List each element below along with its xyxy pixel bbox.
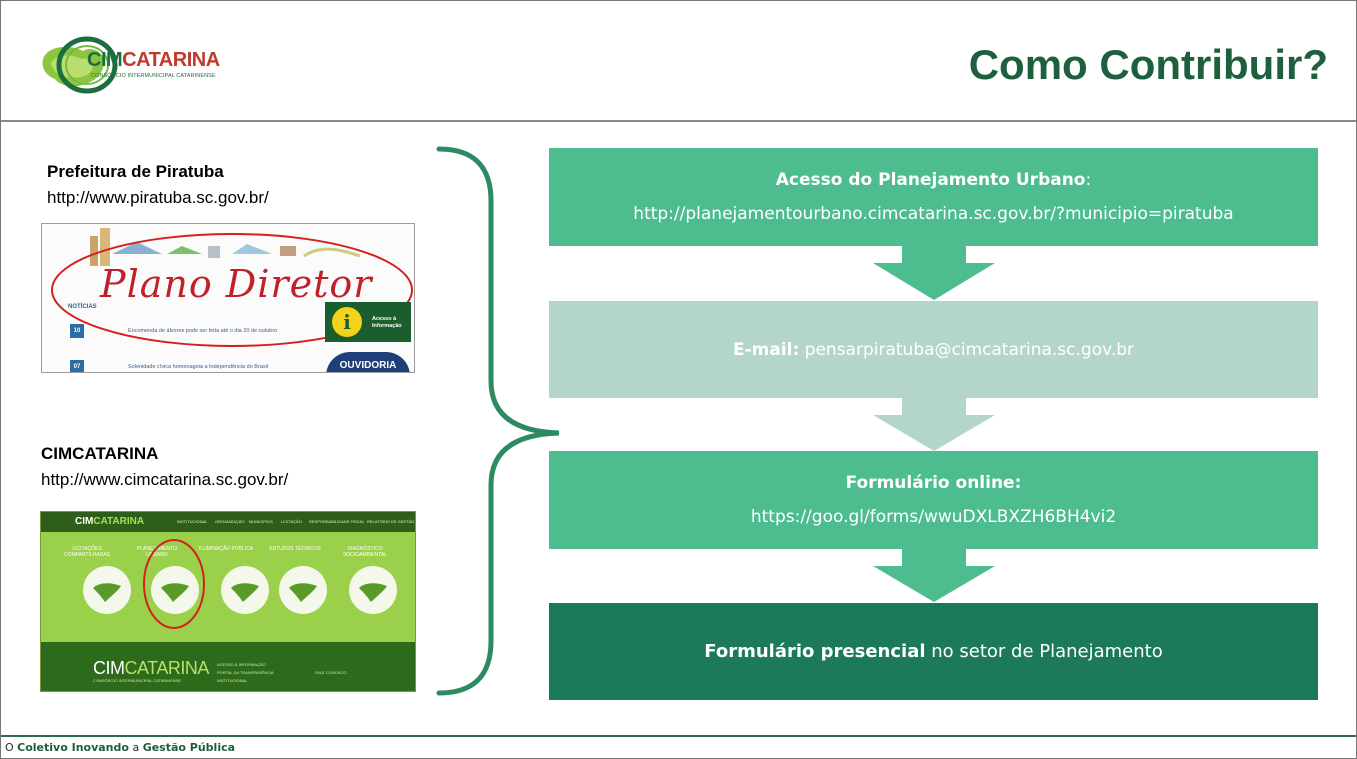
- info-icon: i: [332, 307, 362, 337]
- planejamento-url[interactable]: http://planejamentourbano.cimcatarina.sc…: [633, 204, 1234, 224]
- news-date-badge: 07: [70, 360, 84, 372]
- thumb-nav-item[interactable]: INSTITUCIONAL: [177, 519, 208, 524]
- thumb-nav-item[interactable]: RESPONSABILIDADE FISCAL: [309, 519, 365, 524]
- news-item[interactable]: Encomenda de álvores pode ser feita até …: [128, 328, 278, 334]
- form-url[interactable]: https://goo.gl/forms/wwuDXLBXZH6BH4vi2: [750, 507, 1117, 527]
- thumb-nav-item[interactable]: ORGANIZAÇÃO: [215, 519, 245, 524]
- tile-map-icon[interactable]: [83, 566, 131, 614]
- tile-map-icon[interactable]: [349, 566, 397, 614]
- tile-label: ILUMINAÇÃO PÚBLICA: [199, 546, 253, 552]
- thumb-footer-link[interactable]: PORTAL DA TRANSPARÊNCIA: [217, 670, 274, 675]
- grouping-brace: [436, 146, 560, 696]
- footer-tagline: O Coletivo Inovando a Gestão Pública: [5, 741, 236, 754]
- thumb-footer-link[interactable]: INSTITUCIONAL: [217, 678, 248, 683]
- thumb-bottom-logo: CIMCATARINA: [93, 658, 209, 678]
- page-title: Como Contribuir?: [968, 41, 1328, 88]
- cimcatarina-logo-icon: [42, 36, 118, 94]
- tile-label: DIAGNÓSTICO SOCIOAMBIENTAL: [342, 546, 388, 558]
- source-name-piratuba: Prefeitura de Piratuba: [47, 162, 224, 181]
- news-item[interactable]: Solenidade cívica homenageia a Independê…: [128, 364, 269, 370]
- tile-label: LICITAÇÕES COMPARTILHADAS: [64, 546, 110, 558]
- piratuba-skyline-icon: [51, 228, 413, 347]
- down-arrow-icon: [873, 246, 995, 300]
- source-url-cimcatarina[interactable]: http://www.cimcatarina.sc.gov.br/: [41, 470, 289, 489]
- source-name-cimcatarina: CIMCATARINA: [41, 444, 159, 463]
- logo-subtitle: CONSÓRCIO INTERMUNICIPAL CATARINENSE: [91, 73, 216, 79]
- acesso-informacao-box[interactable]: i: [325, 302, 411, 342]
- tile-map-icon[interactable]: [221, 566, 269, 614]
- thumb-nav-item[interactable]: RELATÓRIO DE GESTÃO: [367, 519, 415, 524]
- tile-label: ESTUDOS TÉCNICOS: [269, 546, 321, 552]
- thumb-nav-item[interactable]: LICITAÇÃO: [281, 519, 302, 524]
- down-arrow-icon: [873, 398, 995, 451]
- cimcatarina-site-thumbnail[interactable]: CIMCATARINA INSTITUCIONAL ORGANIZAÇÃO MU…: [40, 511, 416, 692]
- step-formulario-presencial: Formulário presencial no setor de Planej…: [549, 603, 1318, 700]
- header: CIMCATARINA CONSÓRCIO INTERMUNICIPAL CAT…: [1, 1, 1356, 122]
- logo-wordmark: CIMCATARINA: [87, 49, 220, 71]
- thumb-bottom-subtitle: CONSÓRCIO INTERMUNICIPAL CATARINENSE: [93, 678, 182, 683]
- step-email: E-mail: pensarpiratuba@cimcatarina.sc.go…: [549, 301, 1318, 398]
- thumb-footer-link[interactable]: FALE CONOSCO: [315, 670, 347, 675]
- svg-text:i: i: [343, 310, 351, 334]
- highlight-circle: [143, 539, 205, 629]
- thumb-top-logo: CIMCATARINA: [75, 516, 145, 527]
- news-date-badge: 10: [70, 324, 84, 338]
- acesso-informacao-label: Acesso à Informação: [372, 316, 402, 329]
- piratuba-site-thumbnail[interactable]: Plano Diretor NOTÍCIAS 10 Encomenda de á…: [41, 223, 415, 373]
- thumb-topbar: [41, 512, 415, 532]
- tile-map-icon[interactable]: [151, 566, 199, 614]
- footer: O Coletivo Inovando a Gestão Pública: [1, 735, 1356, 758]
- news-section-label: NOTÍCIAS: [68, 304, 97, 310]
- step-acesso-planejamento: Acesso do Planejamento Urbano: http://pl…: [549, 148, 1318, 246]
- email-address[interactable]: pensarpiratuba@cimcatarina.sc.gov.br: [799, 339, 1135, 360]
- thumb-footer-link[interactable]: ACESSO À INFORMAÇÃO: [217, 662, 266, 667]
- down-arrow-icon: [873, 549, 995, 602]
- plano-diretor-banner: Plano Diretor: [100, 262, 373, 306]
- source-url-piratuba[interactable]: http://www.piratuba.sc.gov.br/: [47, 188, 269, 207]
- thumb-nav-item[interactable]: MUNICÍPIOS: [249, 519, 273, 524]
- ouvidoria-button[interactable]: OUVIDORIA: [326, 352, 410, 372]
- thumb-footer: [41, 642, 415, 691]
- step-formulario-online: Formulário online: https://goo.gl/forms/…: [549, 451, 1318, 549]
- tile-map-icon[interactable]: [279, 566, 327, 614]
- service-tiles[interactable]: [41, 512, 415, 691]
